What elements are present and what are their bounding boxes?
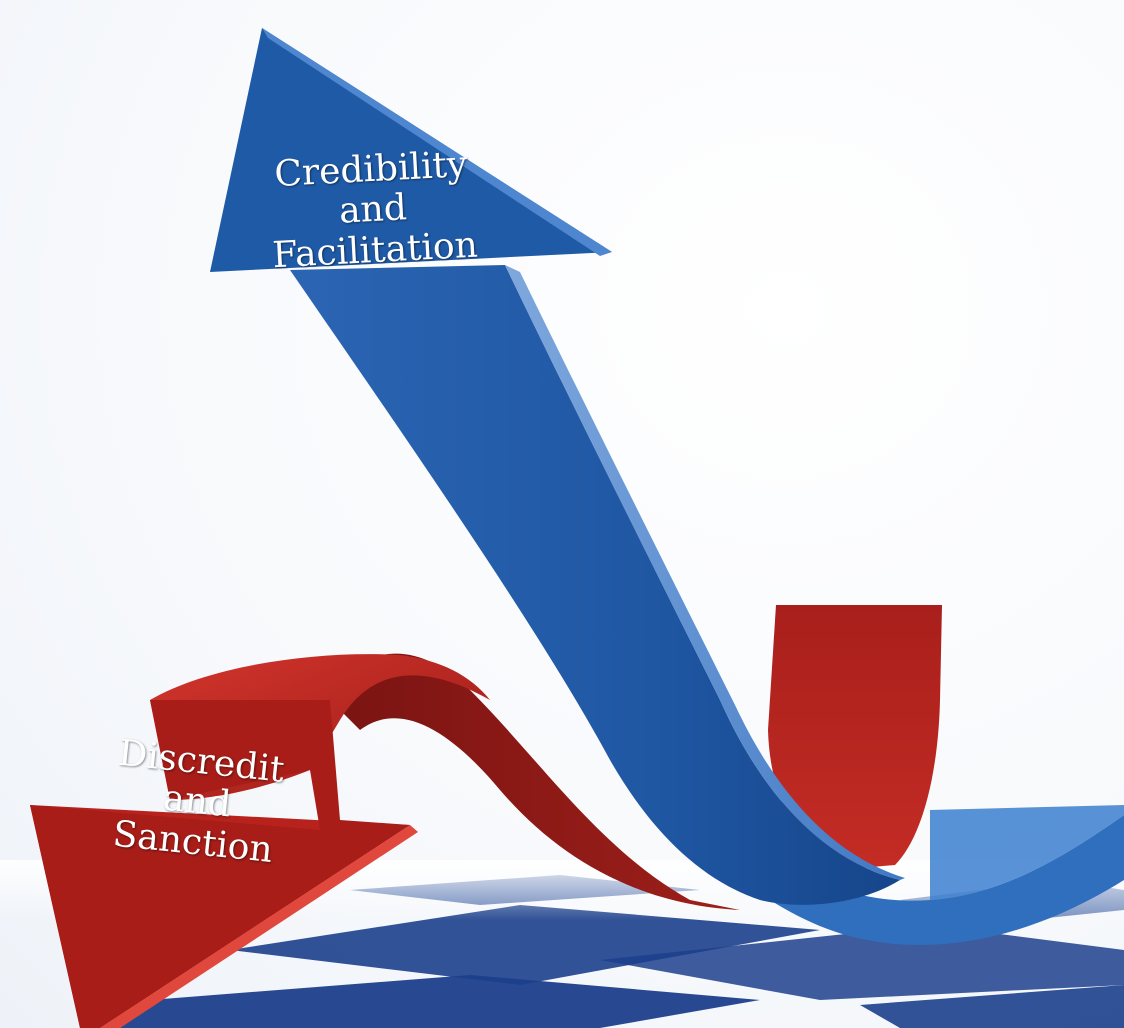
red-ribbon-wave xyxy=(330,653,740,910)
red-ribbon-tail xyxy=(768,605,942,868)
credibility-label: Credibility and Facilitation xyxy=(225,142,521,278)
discredit-label: Discredit and Sanction xyxy=(86,731,307,873)
blue-ribbon-curl xyxy=(740,815,1124,945)
blue-arrow-shaft xyxy=(290,265,900,905)
blue-arrow-head xyxy=(210,28,612,272)
